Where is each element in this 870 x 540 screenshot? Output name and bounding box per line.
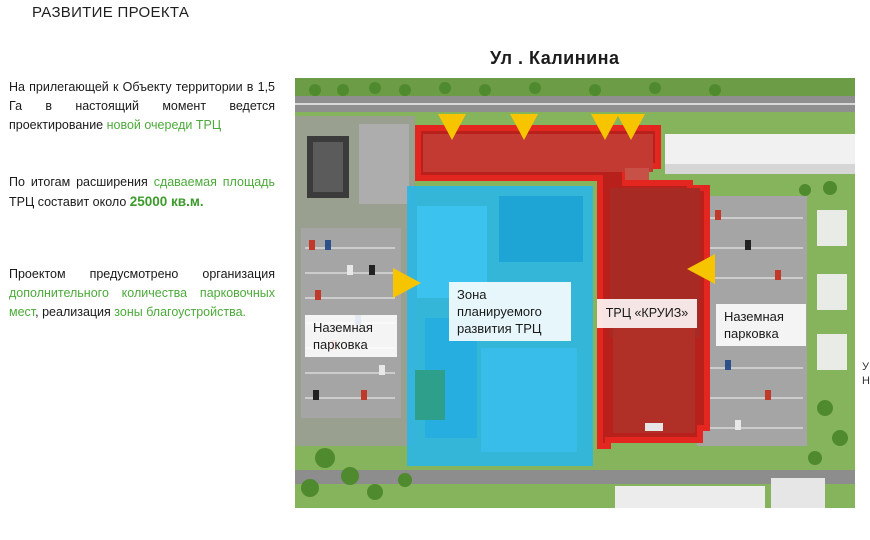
small-building-roof bbox=[313, 142, 343, 192]
paragraph-expansion-text1: По итогам расширения bbox=[9, 175, 154, 189]
bottom-building-2 bbox=[771, 478, 825, 508]
paragraph-parking-text2: , реализация bbox=[35, 305, 115, 319]
arrow-icons-top bbox=[438, 114, 645, 140]
label-parking-right: Наземная парковка bbox=[716, 304, 806, 346]
paragraph-territory: На прилегающей к Объекту территории в 1,… bbox=[9, 78, 275, 135]
road-bottom bbox=[295, 470, 855, 484]
paragraph-expansion-area: 25000 кв.м. bbox=[129, 194, 204, 209]
label-planned-zone: Зона планируемого развития ТРЦ bbox=[449, 282, 571, 341]
arrow-icon bbox=[438, 114, 466, 140]
arrow-icon bbox=[510, 114, 538, 140]
paragraph-expansion: По итогам расширения сдаваемая площадь Т… bbox=[9, 173, 275, 212]
existing-mall-kruiz bbox=[415, 125, 710, 449]
paragraph-expansion-highlight: сдаваемая площадь bbox=[153, 175, 275, 189]
arrow-icon bbox=[617, 114, 645, 140]
arrow-icon bbox=[591, 114, 619, 140]
paragraph-territory-text: На прилегающей к Объекту территории в 1,… bbox=[9, 80, 275, 132]
tree-cluster-bottom-left bbox=[301, 448, 412, 500]
residential-houses bbox=[817, 210, 847, 370]
site-plan-svg bbox=[295, 78, 855, 508]
page-heading: РАЗВИТИЕ ПРОЕКТА bbox=[32, 4, 190, 21]
paragraph-parking-highlight1: дополнительного количества парковочных м… bbox=[9, 286, 275, 319]
label-parking-left: Наземная парковка bbox=[305, 315, 397, 357]
site-plan-map bbox=[295, 78, 855, 508]
road-top-marking bbox=[295, 103, 855, 105]
bottom-building bbox=[615, 486, 765, 508]
arrow-icon-right bbox=[687, 254, 715, 284]
parked-cars-right bbox=[715, 210, 781, 430]
parking-lot-small bbox=[359, 124, 409, 204]
paragraph-territory-highlight: новой очереди ТРЦ bbox=[106, 118, 222, 132]
white-building-shadow bbox=[665, 164, 855, 174]
paragraph-parking: Проектом предусмотрено организация допол… bbox=[9, 265, 275, 322]
paragraph-parking-text1: Проектом предусмотрено организация bbox=[9, 267, 275, 281]
paragraph-expansion-text2: ТРЦ составит около bbox=[9, 195, 130, 209]
street-label-side: У Н bbox=[862, 361, 870, 387]
street-label-kalinina: Ул . Калинина bbox=[490, 48, 620, 68]
tree-cluster-right bbox=[799, 181, 848, 465]
paragraph-parking-highlight2: зоны благоустройства. bbox=[114, 305, 247, 319]
label-mall-kruiz: ТРЦ «КРУИЗ» bbox=[597, 299, 697, 328]
tree-row-top bbox=[309, 82, 721, 96]
arrow-icon-left bbox=[393, 268, 421, 298]
